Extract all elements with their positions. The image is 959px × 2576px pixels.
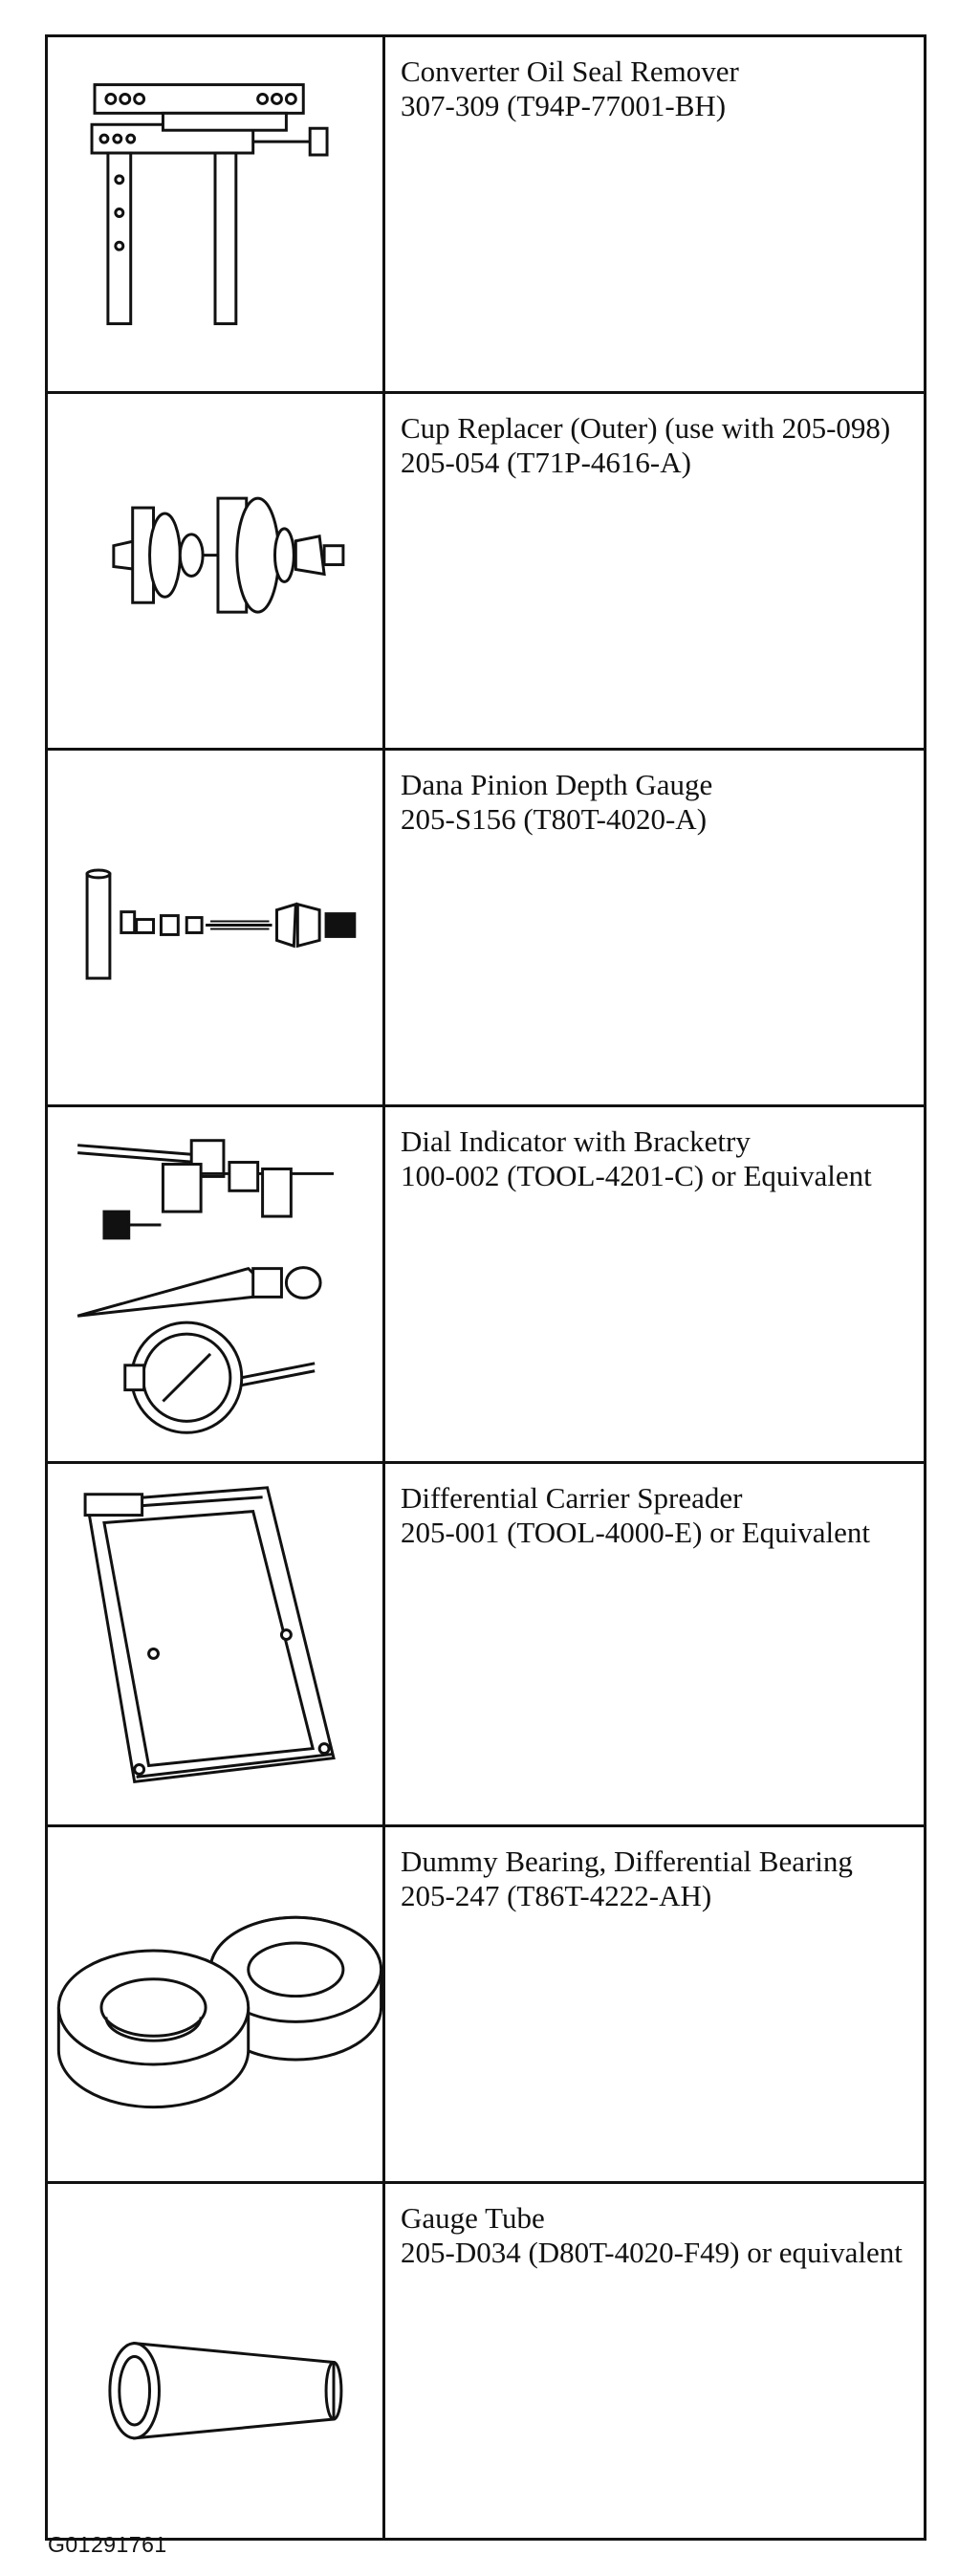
tool-description-cell: Converter Oil Seal Remover 307-309 (T94P… <box>382 34 926 394</box>
tool-illustration-cell <box>45 2181 385 2541</box>
tool-part-number: 205-D034 (D80T-4020-F49) or equivalent <box>401 2236 903 2269</box>
tool-part-number: 100-002 (TOOL-4201-C) or Equivalent <box>401 1159 872 1192</box>
figure-id: G01291761 <box>48 2532 167 2557</box>
dial-indicator-icon <box>76 1139 334 1434</box>
carrier-spreader-icon <box>83 1486 336 1784</box>
tool-name: Dial Indicator with Bracketry <box>401 1124 751 1158</box>
special-tools-table: Converter Oil Seal Remover 307-309 (T94P… <box>45 34 926 2541</box>
tool-name: Gauge Tube <box>401 2201 545 2235</box>
seal-remover-icon <box>90 83 329 326</box>
tool-name: Converter Oil Seal Remover <box>401 55 739 88</box>
tool-description-cell: Dana Pinion Depth Gauge 205-S156 (T80T-4… <box>382 748 926 1107</box>
tool-name: Dana Pinion Depth Gauge <box>401 768 713 801</box>
tool-description-cell: Dummy Bearing, Differential Bearing 205-… <box>382 1824 926 2184</box>
tool-part-number: 205-247 (T86T-4222-AH) <box>401 1879 712 1912</box>
tool-row: Converter Oil Seal Remover 307-309 (T94P… <box>45 34 926 394</box>
tool-illustration-cell <box>45 748 385 1107</box>
tool-illustration-cell <box>45 391 385 751</box>
tool-name: Dummy Bearing, Differential Bearing <box>401 1845 853 1878</box>
tool-part-number: 205-S156 (T80T-4020-A) <box>401 802 708 836</box>
tool-row: Cup Replacer (Outer) (use with 205-098) … <box>45 391 926 751</box>
cup-replacer-icon <box>112 496 345 614</box>
tool-part-number: 307-309 (T94P-77001-BH) <box>401 89 727 122</box>
tool-illustration-cell <box>45 1824 385 2184</box>
tool-row: Dana Pinion Depth Gauge 205-S156 (T80T-4… <box>45 748 926 1107</box>
pinion-depth-gauge-icon <box>85 868 357 980</box>
tool-description-cell: Dial Indicator with Bracketry 100-002 (T… <box>382 1104 926 1464</box>
tool-illustration-cell <box>45 1461 385 1827</box>
tool-row: Gauge Tube 205-D034 (D80T-4020-F49) or e… <box>45 2181 926 2541</box>
tool-description-cell: Differential Carrier Spreader 205-001 (T… <box>382 1461 926 1827</box>
tool-part-number: 205-054 (T71P-4616-A) <box>401 446 691 479</box>
tool-description-cell: Cup Replacer (Outer) (use with 205-098) … <box>382 391 926 751</box>
dummy-bearing-icon <box>56 1915 382 2109</box>
tool-part-number: 205-001 (TOOL-4000-E) or Equivalent <box>401 1516 871 1549</box>
gauge-tube-icon <box>108 2342 343 2440</box>
tool-row: Dial Indicator with Bracketry 100-002 (T… <box>45 1104 926 1464</box>
tool-row: Differential Carrier Spreader 205-001 (T… <box>45 1461 926 1827</box>
tool-name: Cup Replacer (Outer) (use with 205-098) <box>401 411 891 445</box>
tool-description-cell: Gauge Tube 205-D034 (D80T-4020-F49) or e… <box>382 2181 926 2541</box>
tool-row: Dummy Bearing, Differential Bearing 205-… <box>45 1824 926 2184</box>
tool-illustration-cell <box>45 34 385 394</box>
tool-illustration-cell <box>45 1104 385 1464</box>
tool-name: Differential Carrier Spreader <box>401 1481 743 1515</box>
